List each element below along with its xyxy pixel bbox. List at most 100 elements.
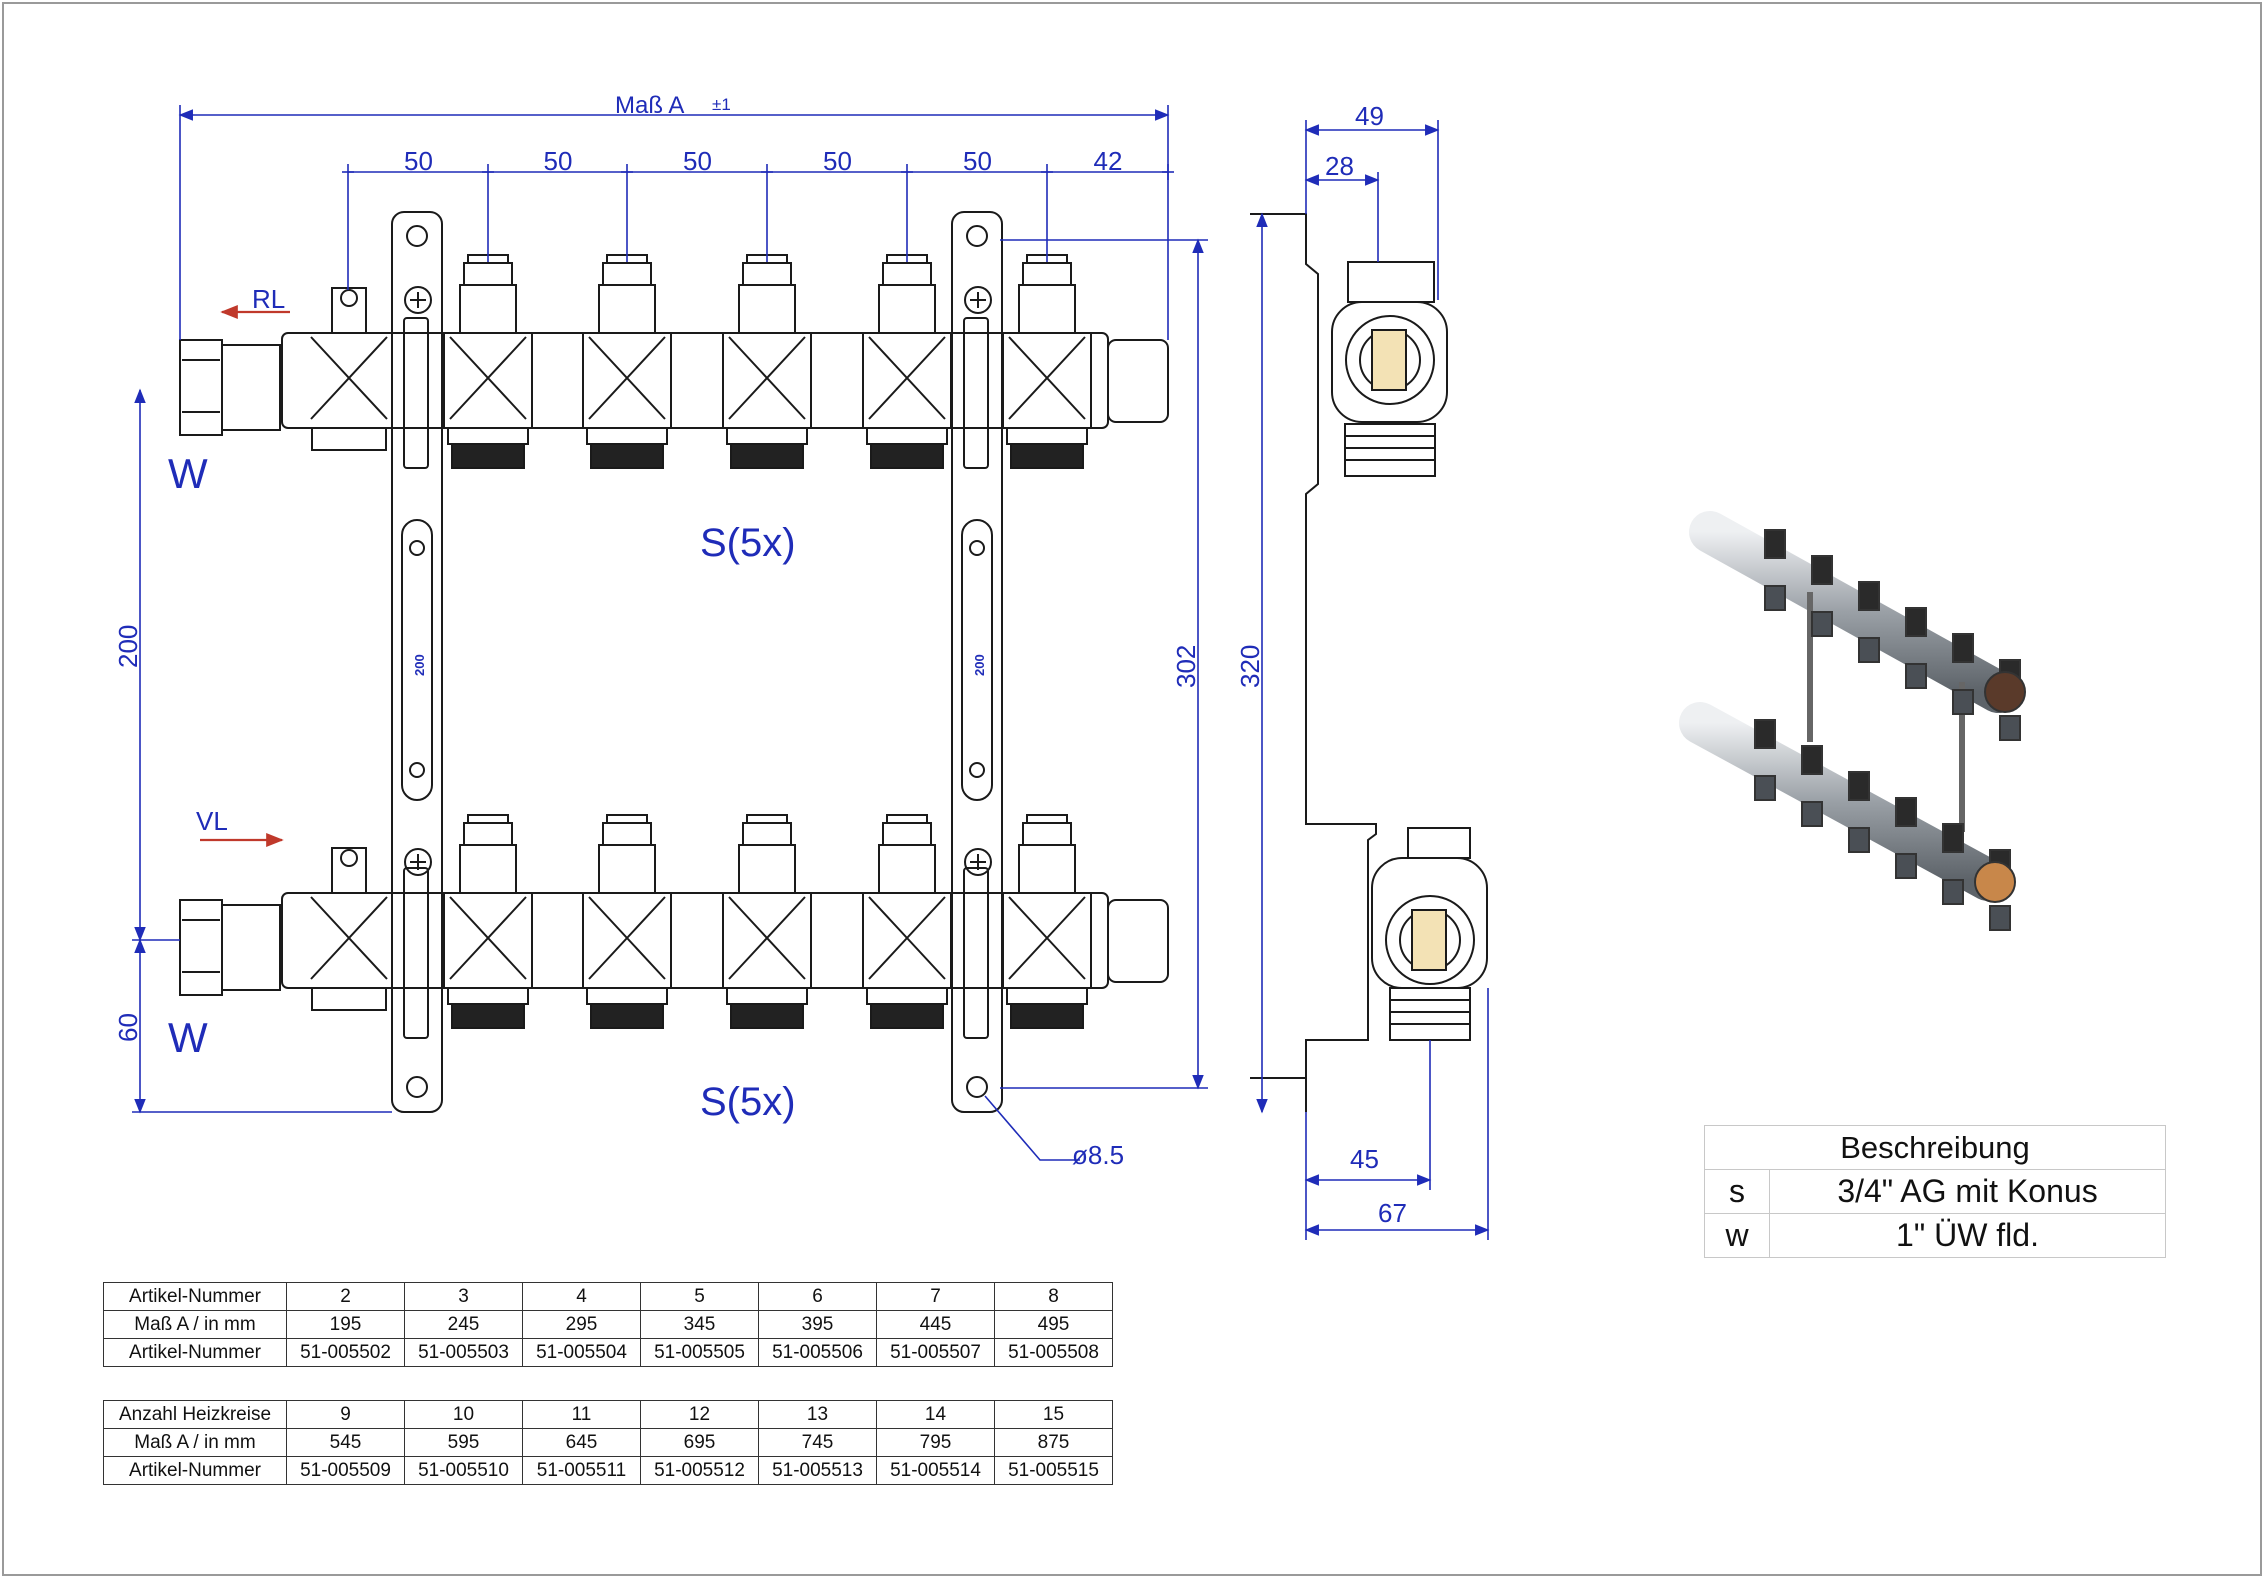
table-cell: 51-005509	[286, 1456, 405, 1485]
table-cell: 695	[640, 1428, 759, 1457]
air-vent-upper	[311, 287, 387, 451]
iso-valve-cap	[1764, 529, 1786, 559]
table-cell: 7	[876, 1282, 995, 1311]
table-cell: 495	[994, 1310, 1113, 1339]
iso-valve-outlet	[1848, 827, 1870, 853]
description-title: Beschreibung	[1704, 1125, 2166, 1170]
valve-unit	[582, 814, 672, 1029]
valve-unit	[582, 254, 672, 469]
table-cell: 51-005514	[876, 1456, 995, 1485]
spacing-dim-label: 42	[1094, 146, 1123, 176]
table-cell: 13	[758, 1400, 877, 1429]
table-cell: 51-005513	[758, 1456, 877, 1485]
label-vl: VL	[196, 806, 228, 836]
iso-valve-cap	[1905, 607, 1927, 637]
table-cell: 51-005504	[522, 1338, 641, 1367]
iso-valve-cap	[1952, 633, 1974, 663]
iso-valve-cap	[1942, 823, 1964, 853]
iso-valve-outlet	[1858, 637, 1880, 663]
valve-unit	[862, 254, 952, 469]
air-vent-lower	[311, 847, 387, 1011]
table-row-header: Anzahl Heizkreise	[103, 1400, 287, 1429]
bracket-left	[391, 211, 443, 1113]
iso-valve-cap	[1848, 771, 1870, 801]
side-bracket	[1250, 213, 1377, 1079]
table-cell: 51-005506	[758, 1338, 877, 1367]
table-cell: 245	[404, 1310, 523, 1339]
inlet-nut-lower	[179, 899, 281, 996]
spacing-dim-label: 50	[963, 146, 992, 176]
table-cell: 11	[522, 1400, 641, 1429]
iso-manifold-upper	[1689, 511, 2019, 713]
valve-unit	[443, 814, 533, 1029]
iso-valve-outlet	[1811, 611, 1833, 637]
dim-left-60: 60	[113, 1013, 143, 1042]
valve-unit	[862, 814, 952, 1029]
table-cell: 51-005507	[876, 1338, 995, 1367]
valves-inlet	[310, 336, 388, 980]
table-cell: 345	[640, 1310, 759, 1339]
table-cell: 875	[994, 1428, 1113, 1457]
label-w-lower: W	[168, 1014, 208, 1061]
table-cell: 195	[286, 1310, 405, 1339]
valve-unit	[722, 254, 812, 469]
table-cell: 12	[640, 1400, 759, 1429]
side-view	[1250, 213, 1488, 1112]
table-row-header: Artikel-Nummer	[103, 1282, 287, 1311]
iso-view	[1679, 511, 2026, 931]
rail-label-left: 200	[412, 654, 427, 676]
thread	[870, 443, 944, 469]
dim-left-200: 200	[113, 625, 143, 668]
table-cell: 51-005503	[404, 1338, 523, 1367]
table-cell: 51-005512	[640, 1456, 759, 1485]
dim-49: 49	[1355, 101, 1384, 131]
bracket-right	[951, 211, 1003, 1113]
label-w-upper: W	[168, 450, 208, 497]
table-cell: 3	[404, 1282, 523, 1311]
iso-valve-outlet	[1754, 775, 1776, 801]
table-cell: 9	[286, 1400, 405, 1429]
description-table: Beschreibung s 3/4" AG mit Konus w 1" ÜW…	[1704, 1125, 2166, 1258]
valve-unit	[1002, 254, 1092, 469]
thread	[590, 1003, 664, 1029]
end-cap-upper	[1107, 339, 1169, 423]
side-valve-lower	[1371, 827, 1488, 1041]
thread	[730, 443, 804, 469]
table-cell: 645	[522, 1428, 641, 1457]
iso-valve-outlet	[1905, 663, 1927, 689]
dim-67: 67	[1378, 1198, 1407, 1228]
table-cell: 5	[640, 1282, 759, 1311]
table-cell: 51-005505	[640, 1338, 759, 1367]
table-cell: 51-005511	[522, 1456, 641, 1485]
thread	[590, 443, 664, 469]
dim-hole: ø8.5	[1072, 1140, 1124, 1170]
valve-unit	[443, 254, 533, 469]
table-cell: 14	[876, 1400, 995, 1429]
table-cell: 51-005515	[994, 1456, 1113, 1485]
description-key-w: w	[1704, 1213, 1770, 1258]
label-s-upper: S(5x)	[700, 521, 796, 565]
manifold-bar-upper	[281, 332, 1109, 429]
label-rl: RL	[252, 284, 285, 314]
table-cell: 745	[758, 1428, 877, 1457]
dimensions	[132, 105, 1490, 1240]
valves-upper	[443, 254, 1092, 469]
thread	[451, 443, 525, 469]
manifold-bar-lower	[281, 892, 1109, 989]
valve-unit	[722, 814, 812, 1029]
spacing-dim-label: 50	[404, 146, 433, 176]
table-cell: 545	[286, 1428, 405, 1457]
spacing-dim-label: 50	[823, 146, 852, 176]
iso-manifold-lower	[1679, 702, 2009, 901]
table-row-header: Artikel-Nummer	[103, 1456, 287, 1485]
table-cell: 8	[994, 1282, 1113, 1311]
